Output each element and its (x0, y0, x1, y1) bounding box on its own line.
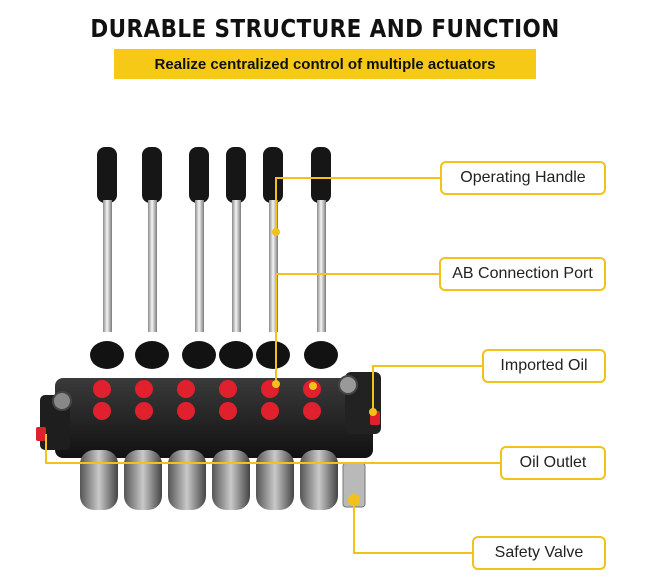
callout-oil-outlet: Oil Outlet (500, 446, 606, 480)
callout-operating-handle: Operating Handle (440, 161, 606, 195)
callout-leader-lines (45, 177, 500, 554)
callout-anchor-dots (272, 228, 377, 504)
spool-caps (80, 450, 338, 510)
callout-imported-oil: Imported Oil (482, 349, 606, 383)
page-title: DURABLE STRUCTURE AND FUNCTION (90, 14, 560, 43)
callout-ab-connection-port: AB Connection Port (439, 257, 606, 291)
operating-handles (90, 147, 338, 369)
valve-body (40, 372, 381, 458)
callout-safety-valve: Safety Valve (472, 536, 606, 570)
subtitle-banner: Realize centralized control of multiple … (114, 49, 536, 79)
